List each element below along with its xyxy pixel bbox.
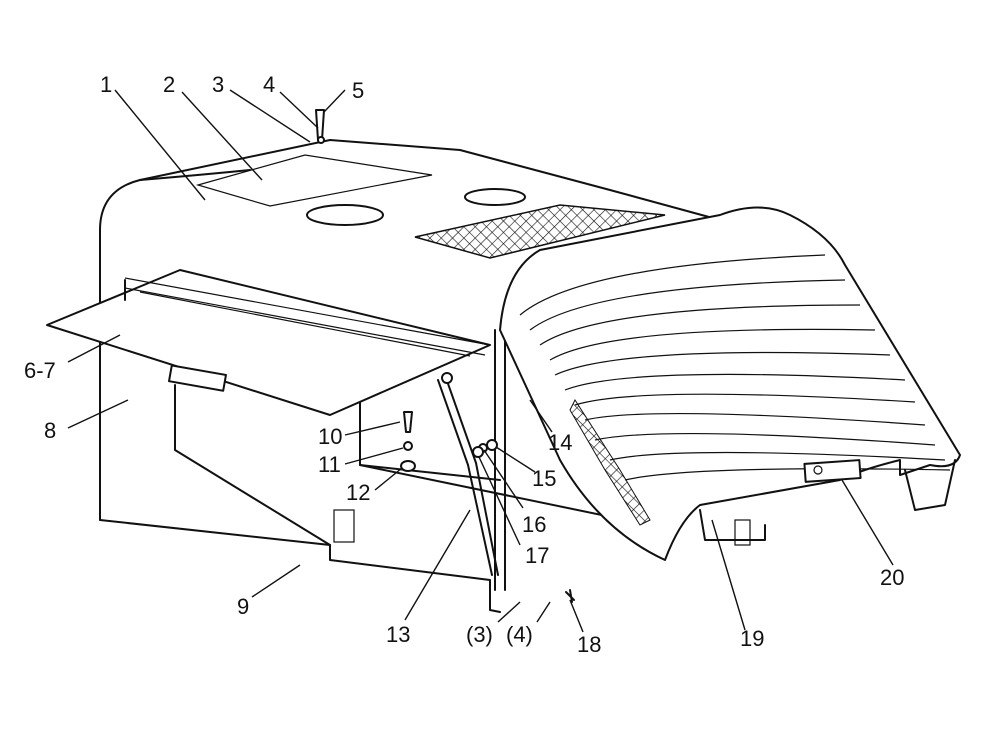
label-2: 2 [163,72,175,97]
bolt-5 [315,109,325,141]
label-14: 14 [548,430,572,455]
label-3-paren: (3) [466,622,493,647]
nut-15 [486,439,498,451]
side-door [46,269,491,416]
filler-hole-left [306,204,384,226]
label-19: 19 [740,626,764,651]
label-9: 9 [237,594,249,619]
front-grille [499,206,961,561]
label-3: 3 [212,72,224,97]
bolt-17 [472,446,484,458]
callouts: 1 2 3 4 5 6-7 8 9 10 11 12 13 14 15 16 1… [24,72,904,657]
label-16: 16 [522,512,546,537]
label-18: 18 [577,632,601,657]
side-bracket [333,509,355,543]
label-4-paren: (4) [506,622,533,647]
fasteners [315,109,575,603]
label-5: 5 [352,78,364,103]
washer-11 [403,441,413,451]
grille-louvers [519,254,951,481]
filler-hole-right [464,188,526,206]
bolt-10 [403,411,413,433]
label-12: 12 [346,480,370,505]
label-13: 13 [386,622,410,647]
label-15: 15 [532,466,556,491]
label-17: 17 [525,543,549,568]
label-8: 8 [44,418,56,443]
label-11: 11 [318,452,341,477]
label-6-7: 6-7 [24,358,56,383]
pin-18 [565,589,575,603]
label-20: 20 [880,565,904,590]
name-plate [803,459,862,483]
mesh-grille [414,204,666,259]
hood-body [99,139,721,591]
label-4: 4 [263,72,275,97]
nut-12 [400,460,416,472]
gas-strut [437,372,499,576]
door-latch-plate [168,364,227,392]
label-10: 10 [318,424,342,449]
label-1: 1 [100,72,112,97]
top-panel [195,154,433,207]
leader-lines [67,89,894,633]
